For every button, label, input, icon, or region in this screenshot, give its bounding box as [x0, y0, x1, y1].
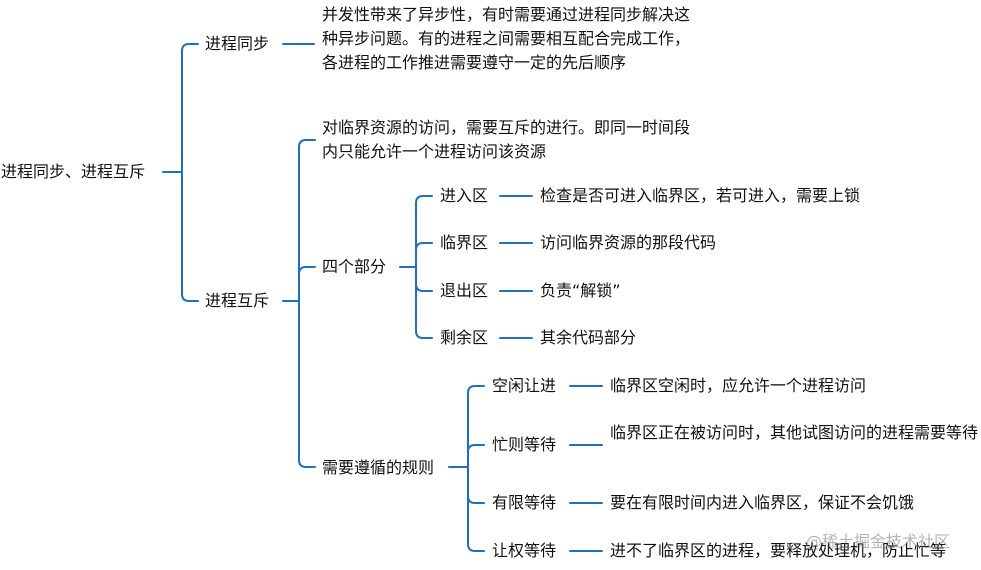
part-label-remainder[interactable]: 剩余区: [440, 328, 489, 347]
rule-desc-busy: 临界区正在被访问时，其他试图访问的进程需要等待: [610, 423, 979, 442]
rule-desc-idle: 临界区空闲时，应允许一个进程访问: [610, 376, 867, 395]
link-rule-3: [467, 543, 485, 552]
rule-label-idle[interactable]: 空闲让进: [492, 376, 557, 395]
link-four-parts: [298, 266, 316, 275]
node-process-sync[interactable]: 进程同步: [205, 34, 270, 53]
root-node[interactable]: 进程同步、进程互斥: [1, 162, 146, 181]
link-mutex-note: [298, 139, 316, 148]
note-process-sync: 并发性带来了异步性，有时需要通过进程同步解决这种异步问题。有的进程之间需要相互配…: [322, 5, 691, 72]
link-part-0: [415, 195, 433, 204]
part-desc-critical: 访问临界资源的那段代码: [540, 233, 717, 252]
link-process-mutex: [181, 293, 199, 302]
link-process-sync: [181, 43, 199, 52]
link-rules: [298, 459, 316, 468]
note-process-mutex: 对临界资源的访问，需要互斥的进行。即同一时间段内只能允许一个进程访问该资源: [322, 118, 691, 161]
link-part-2: [415, 283, 433, 292]
link-rule-1: [467, 444, 485, 453]
link-part-1: [415, 242, 433, 251]
node-rules[interactable]: 需要遵循的规则: [322, 458, 435, 477]
link-rule-0: [467, 385, 485, 394]
rule-label-bounded[interactable]: 有限等待: [492, 493, 557, 512]
rule-label-busy[interactable]: 忙则等待: [492, 435, 557, 454]
part-desc-exit: 负责“解锁”: [540, 281, 621, 300]
part-label-critical[interactable]: 临界区: [440, 233, 489, 252]
part-label-exit[interactable]: 退出区: [440, 281, 489, 300]
rule-label-yield[interactable]: 让权等待: [492, 541, 557, 560]
part-desc-remainder: 其余代码部分: [540, 328, 637, 347]
rule-desc-yield: 进不了临界区的进程，要释放处理机，防止忙等: [610, 541, 947, 560]
link-rule-2: [467, 495, 485, 504]
part-label-entry[interactable]: 进入区: [440, 186, 489, 205]
rule-desc-bounded: 要在有限时间内进入临界区，保证不会饥饿: [610, 493, 915, 512]
node-process-mutex[interactable]: 进程互斥: [205, 291, 270, 310]
part-desc-entry: 检查是否可进入临界区，若可进入，需要上锁: [540, 186, 861, 205]
node-four-parts[interactable]: 四个部分: [322, 257, 387, 276]
link-part-3: [415, 330, 433, 339]
watermark: @稀土掘金技术社区: [806, 532, 951, 551]
